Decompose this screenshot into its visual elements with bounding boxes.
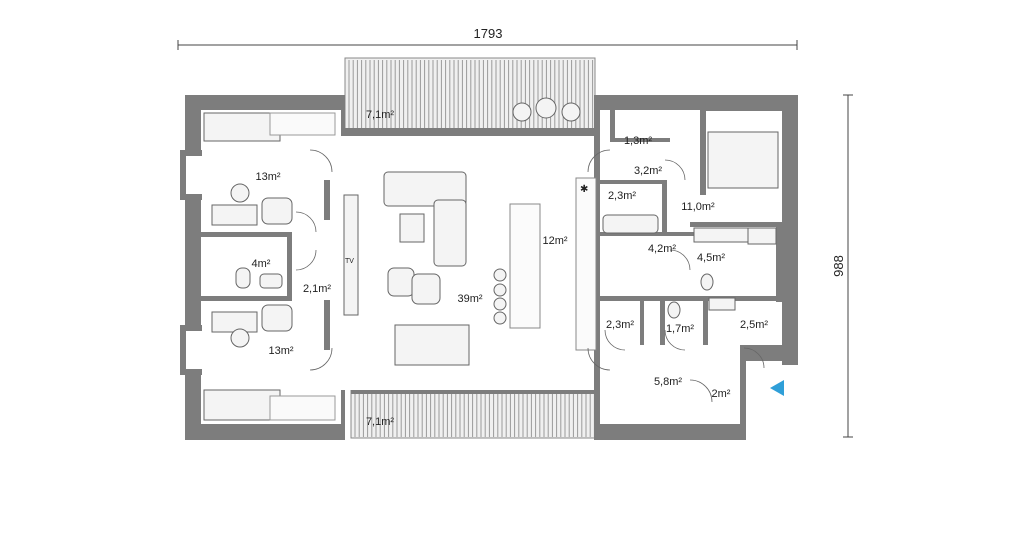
room-label-bathroom-left: 4m² (252, 258, 271, 270)
sink-left (259, 273, 283, 289)
room-label-bathroom-right: 4,5m² (697, 252, 725, 264)
room-labels: 7,1m² 7,1m² 13m² 13m² 4m² 2,1m² 39m² 12m… (252, 109, 769, 428)
dimension-height: 988 (831, 94, 853, 438)
desk-bottom (211, 311, 258, 333)
room-label-hall-left: 2,1m² (303, 283, 331, 295)
bar-stool (493, 283, 507, 297)
entry-arrow-icon (770, 380, 784, 396)
armchair-bottom (261, 304, 293, 332)
bed-top (203, 112, 281, 142)
dimension-width-label: 1793 (474, 26, 503, 41)
room-label-hall-center: 4,2m² (648, 243, 676, 255)
sofa-chaise (433, 199, 467, 267)
room-label-utility: 2,5m² (740, 319, 768, 331)
fridge-mark: ✱ (580, 184, 588, 195)
coffee-table (399, 213, 425, 243)
bar-stool (493, 268, 507, 282)
room-label-wc-top: 1,3m² (624, 135, 652, 147)
room-label-storage-bottom: 2,3m² (606, 319, 634, 331)
doors (295, 149, 765, 403)
wardrobe-top (269, 112, 336, 136)
bed-bottom (203, 389, 281, 421)
furniture-left: TV (203, 112, 359, 421)
room-label-kitchen: 12m² (542, 235, 567, 247)
chair-bottom (230, 328, 250, 348)
room-label-storage-top: 2,3m² (608, 190, 636, 202)
dimension-width: 1793 (177, 26, 798, 50)
decking-top (348, 60, 594, 128)
patio-table (535, 97, 557, 119)
terrace-top (344, 57, 596, 136)
patio-chair (561, 102, 581, 122)
furniture-living: ✱ (383, 171, 597, 366)
room-label-closet-top: 3,2m² (634, 165, 662, 177)
toilet-left (235, 267, 251, 289)
dimension-height-label: 988 (831, 255, 846, 277)
room-label-vestibule: 5,8m² (654, 376, 682, 388)
armchair-living (411, 273, 441, 305)
bar-stool (493, 297, 507, 311)
armchair-top (261, 197, 293, 225)
bed-right (707, 131, 779, 189)
desk-top (211, 204, 258, 226)
double-sink (693, 227, 749, 243)
patio-chair (512, 102, 532, 122)
tv-unit (343, 194, 359, 316)
armchair-living (387, 267, 415, 297)
kitchen-counter (575, 177, 597, 351)
terrace-bottom (350, 388, 602, 439)
tv-label: TV (345, 258, 354, 265)
shower (747, 227, 777, 245)
dining-table (394, 324, 470, 366)
wardrobe-bottom (269, 395, 336, 421)
toilet-wc (667, 301, 681, 319)
interior-walls (201, 110, 782, 350)
kitchen-island (509, 203, 541, 329)
washer (708, 297, 736, 311)
sofa (383, 171, 467, 207)
bar-stool (493, 311, 507, 325)
room-label-bedroom-top-left: 13m² (255, 171, 280, 183)
room-label-living: 39m² (457, 293, 482, 305)
room-label-wc-bottom: 1,7m² (666, 323, 694, 335)
bathtub (602, 214, 659, 234)
room-label-terrace-bottom: 7,1m² (366, 416, 394, 428)
room-label-entry: 2m² (712, 388, 731, 400)
chair-top (230, 183, 250, 203)
room-label-bedroom-right: 11,0m² (681, 201, 715, 213)
toilet-right (700, 273, 714, 291)
furniture-right (602, 131, 779, 319)
room-label-bedroom-bottom-left: 13m² (268, 345, 293, 357)
room-label-terrace-top: 7,1m² (366, 109, 394, 121)
